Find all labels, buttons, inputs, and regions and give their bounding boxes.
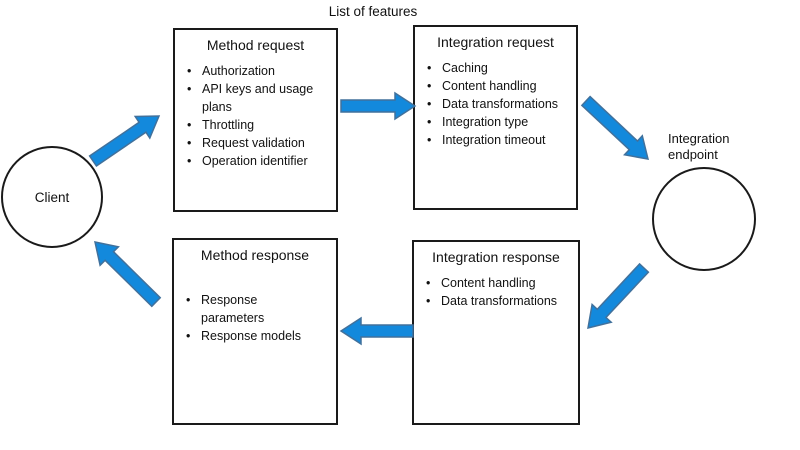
feature-item: API keys and usage plans <box>187 80 324 116</box>
method-response-feature-list: Response parametersResponse models <box>174 291 336 345</box>
feature-item: Data transformations <box>426 292 563 310</box>
feature-item: Content handling <box>427 77 564 95</box>
client-to-method-request-arrow <box>88 115 161 168</box>
method-request-title: Method request <box>206 37 305 53</box>
client-label: Client <box>34 189 70 205</box>
feature-item: Throttling <box>187 116 324 134</box>
feature-item: Operation identifier <box>187 152 324 170</box>
integration-request-title: Integration request <box>437 34 554 50</box>
integration-endpoint-label: Integration endpoint <box>668 131 730 162</box>
feature-item: Integration type <box>427 113 564 131</box>
method-response-to-client-arrow <box>94 241 162 308</box>
feature-item: Authorization <box>187 62 324 80</box>
integration-request-feature-list: CachingContent handlingData transformati… <box>415 59 576 149</box>
feature-item: Data transformations <box>427 95 564 113</box>
feature-item: Response models <box>186 327 323 345</box>
integration-endpoint-node <box>652 167 756 271</box>
integration-endpoint-to-integration-response-arrow <box>587 262 650 330</box>
feature-item: Request validation <box>187 134 324 152</box>
feature-item: Caching <box>427 59 564 77</box>
feature-item: Content handling <box>426 274 563 292</box>
integration-response-to-method-response-arrow <box>339 316 414 346</box>
integration-request-box: Integration request CachingContent handl… <box>413 25 578 210</box>
method-request-to-integration-request-arrow <box>340 91 417 121</box>
integration-response-feature-list: Content handlingData transformations <box>414 274 578 310</box>
feature-item: Integration timeout <box>427 131 564 149</box>
integration-response-title: Integration response <box>432 249 560 265</box>
client-node: Client <box>1 146 103 248</box>
diagram-title: List of features <box>328 4 418 19</box>
method-response-box: Method response Response parametersRespo… <box>172 238 338 425</box>
feature-item: Response parameters <box>186 291 323 327</box>
method-response-title: Method response <box>200 247 310 263</box>
integration-response-box: Integration response Content handlingDat… <box>412 240 580 425</box>
method-request-feature-list: AuthorizationAPI keys and usage plansThr… <box>175 62 336 170</box>
method-request-box: Method request AuthorizationAPI keys and… <box>173 28 338 212</box>
integration-request-to-integration-endpoint-arrow <box>580 95 650 160</box>
